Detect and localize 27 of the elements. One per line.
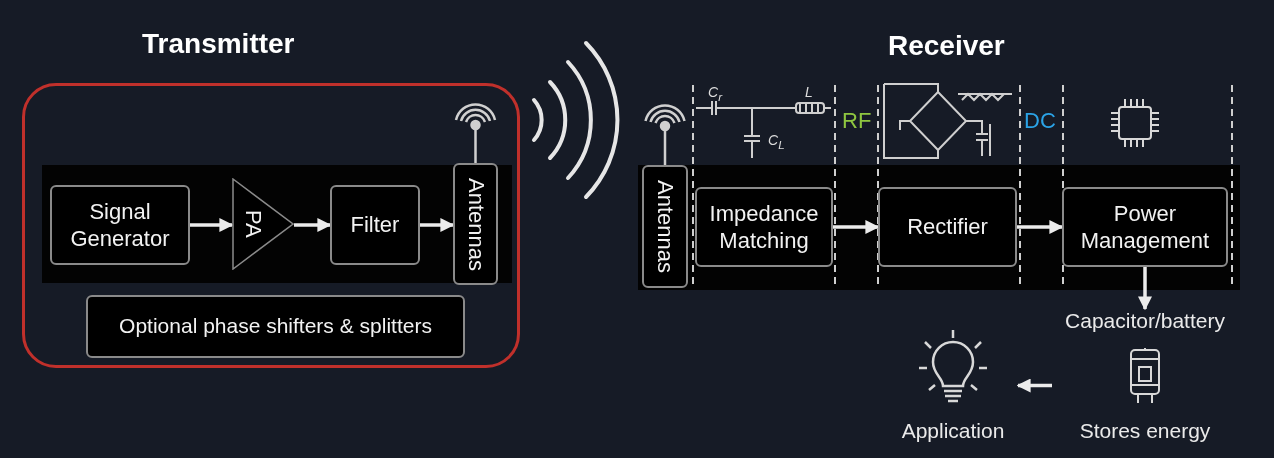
arrow [294, 218, 332, 232]
node-label: Capacitor/battery [1065, 309, 1225, 333]
arrow [1016, 378, 1052, 393]
process-box: Impedance Matching [695, 187, 833, 267]
arrow [1017, 220, 1064, 234]
circuit-label: C$_{L}$ [768, 132, 785, 151]
arrow [190, 218, 234, 232]
arrow [833, 220, 880, 234]
arrow [420, 218, 455, 232]
process-box: Rectifier [878, 187, 1017, 267]
circuit-label: RF [842, 108, 872, 134]
node-label: Application [901, 419, 1005, 443]
amplifier-triangle [232, 178, 294, 270]
node-label: PA [242, 210, 264, 238]
antenna-box: Antennas [453, 163, 498, 285]
process-box: Optional phase shifters & splitters [86, 295, 465, 358]
circuit-label: C$_{r}$ [708, 84, 722, 103]
node-label: Stores energy [1079, 419, 1211, 443]
circuit-label: DC [1024, 108, 1056, 134]
arrow [1138, 267, 1152, 311]
section-title: Receiver [888, 30, 1005, 62]
circuit-label: L [805, 84, 813, 100]
group-title: Transmitter [142, 28, 295, 60]
process-box: Signal Generator [50, 185, 190, 265]
process-box: Power Management [1062, 187, 1228, 267]
antenna-box: Antennas [642, 165, 688, 288]
process-box: Filter [330, 185, 420, 265]
